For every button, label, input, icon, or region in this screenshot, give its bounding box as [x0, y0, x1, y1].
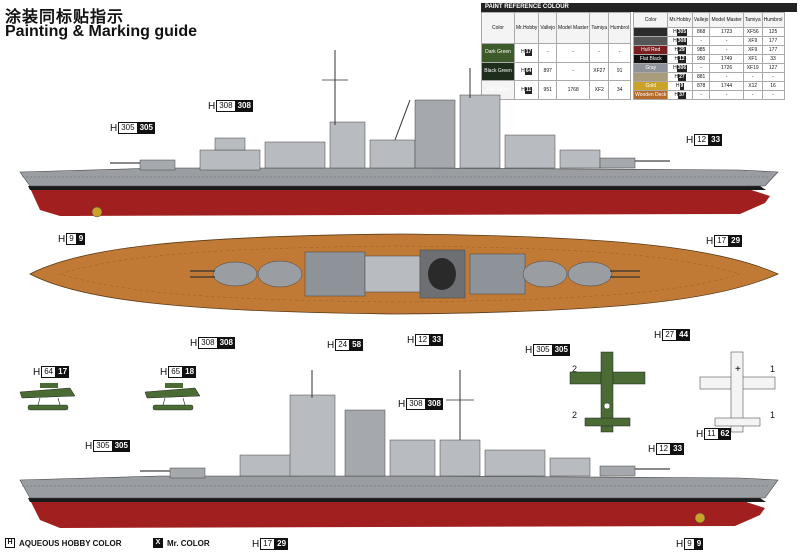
color-swatch: Dark Green	[481, 43, 515, 63]
paint-table-left: Color Mr.Hobby Vallejo Model Master Tami…	[481, 11, 632, 100]
paint-reference-table: PAINT REFERENCE COLOUR Color Mr.Hobby Va…	[481, 3, 797, 100]
model-master-code: -	[556, 43, 591, 63]
col-vallejo: Vallejo	[691, 12, 711, 28]
mrhobby-code: H11	[513, 80, 540, 100]
svg-text:+: +	[735, 364, 741, 375]
paint-table-right: Color Mr.Hobby Vallejo Model Master Tami…	[633, 12, 785, 100]
marker-2-upper: 2	[572, 364, 578, 374]
title-chinese: 涂装同标贴指示	[5, 9, 125, 26]
title-english: Painting & Marking guide	[5, 23, 198, 40]
col-mrhobby: Mr.Hobby	[513, 11, 540, 45]
marker-1-lower: 1	[770, 410, 776, 420]
mrhobby-code: H37	[667, 90, 693, 100]
marker-1-upper: 1	[770, 364, 776, 374]
color-swatch: Black Green	[481, 61, 515, 82]
floatplane-side-left	[19, 383, 76, 411]
ship-side-profile-bottom	[19, 370, 779, 528]
humbrol-code: 34	[608, 80, 632, 100]
model-master-code: -	[709, 90, 744, 100]
col-tamiya: Tamiya	[589, 11, 610, 45]
humbrol-code: -	[761, 90, 785, 100]
model-master-code: 1768	[556, 80, 591, 100]
paint-table-header: PAINT REFERENCE COLOUR	[481, 3, 797, 12]
col-color: Color	[633, 12, 669, 28]
floatplane-side-right	[144, 383, 201, 411]
col-color: Color	[481, 11, 515, 45]
aqueous-box-icon: H	[5, 538, 15, 548]
floatplane-top-view	[569, 351, 646, 433]
ship-side-profile-top	[19, 50, 779, 218]
ship-deck-plan	[29, 233, 779, 315]
col-model-master: Model Master	[556, 11, 591, 45]
marker-2-lower: 2	[572, 410, 578, 420]
mr-color-box-icon: X	[153, 538, 163, 548]
col-humbrol: Humbrol	[608, 11, 632, 45]
floatplane-bottom-view: +	[699, 351, 776, 433]
col-humbrol: Humbrol	[761, 12, 785, 28]
col-mrhobby: Mr.Hobby	[667, 12, 693, 28]
